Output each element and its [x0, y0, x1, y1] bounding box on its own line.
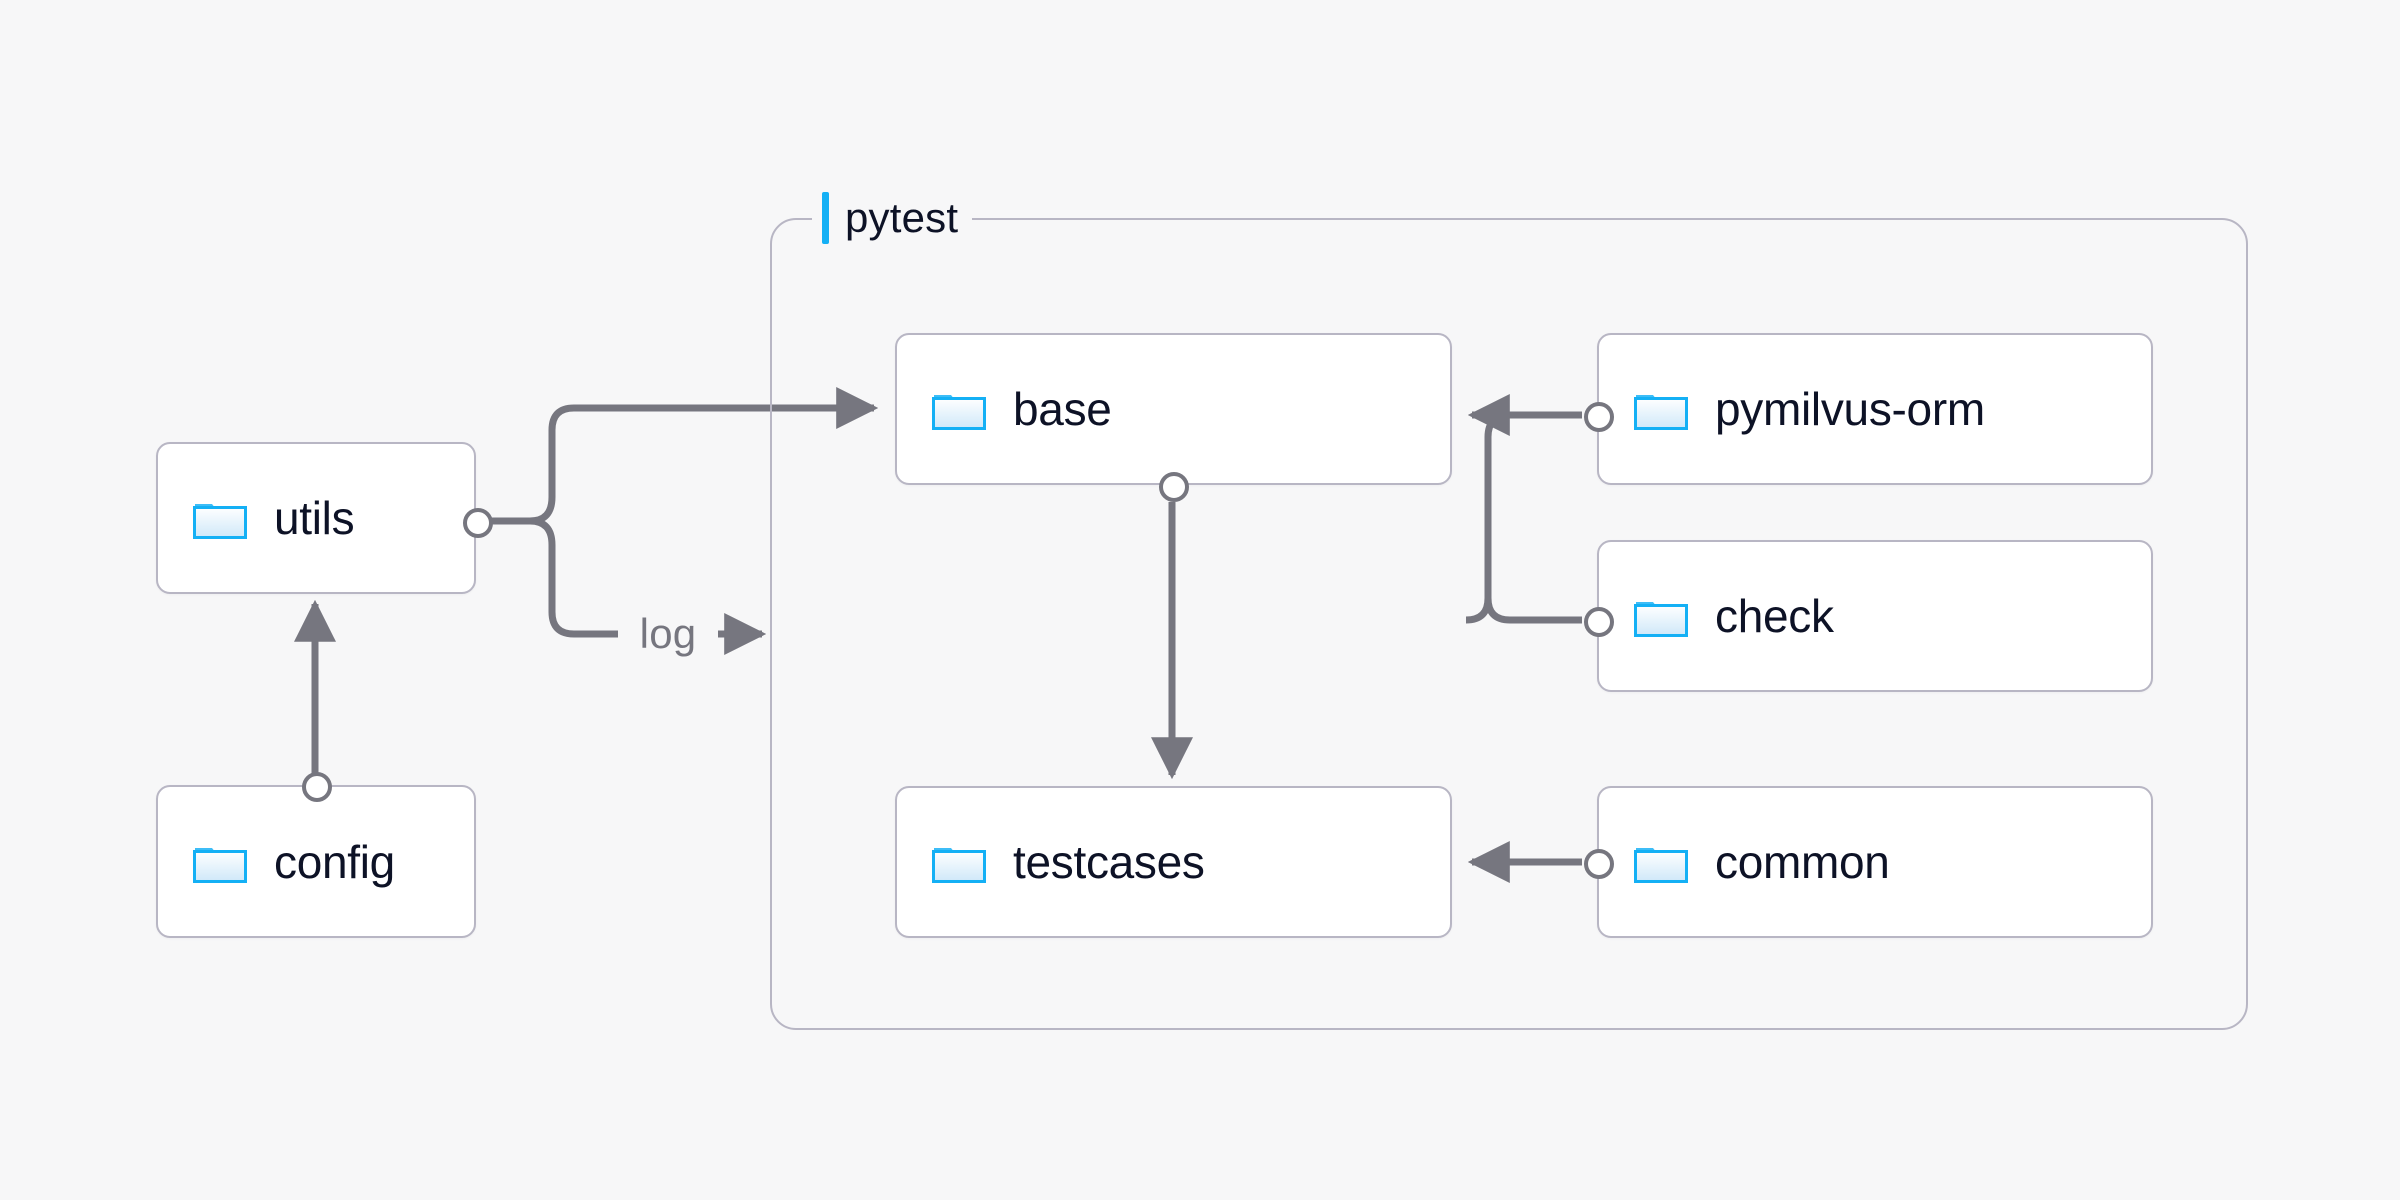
folder-icon — [932, 848, 986, 883]
node-common-label: common — [1715, 836, 1890, 888]
node-common[interactable]: common — [1584, 786, 2153, 938]
node-config[interactable]: config — [156, 772, 476, 938]
node-utils-label: utils — [274, 492, 355, 544]
edge-label-log: log — [639, 610, 697, 657]
folder-icon — [193, 847, 247, 883]
folder-icon — [1634, 602, 1688, 637]
node-testcases[interactable]: testcases — [895, 786, 1452, 938]
node-pymilvus-orm-label: pymilvus-orm — [1715, 383, 1985, 435]
node-base[interactable]: base — [895, 333, 1452, 502]
node-config-label: config — [274, 835, 395, 888]
port-common-left[interactable] — [1584, 849, 1614, 879]
folder-icon — [1634, 395, 1688, 430]
node-testcases-label: testcases — [1013, 836, 1205, 888]
node-check[interactable]: check — [1584, 540, 2153, 692]
group-pytest-label-text: pytest — [845, 194, 959, 241]
group-pytest[interactable] — [770, 218, 2248, 1030]
port-base-bottom[interactable] — [1159, 472, 1189, 502]
port-config-top[interactable] — [302, 772, 332, 802]
folder-icon — [1634, 848, 1688, 883]
node-utils[interactable]: utils — [156, 442, 493, 594]
folder-icon — [932, 395, 986, 430]
node-base-label: base — [1013, 383, 1112, 435]
node-check-label: check — [1715, 590, 1834, 642]
port-pymilvus-orm-left[interactable] — [1584, 402, 1614, 432]
port-utils-right[interactable] — [463, 508, 493, 538]
folder-icon — [193, 504, 247, 539]
port-check-left[interactable] — [1584, 607, 1614, 637]
edge-utils-to-log — [490, 517, 618, 638]
group-pytest-label: pytest — [812, 192, 973, 244]
node-pymilvus-orm[interactable]: pymilvus-orm — [1584, 333, 2153, 485]
group-accent-bar — [822, 192, 829, 244]
